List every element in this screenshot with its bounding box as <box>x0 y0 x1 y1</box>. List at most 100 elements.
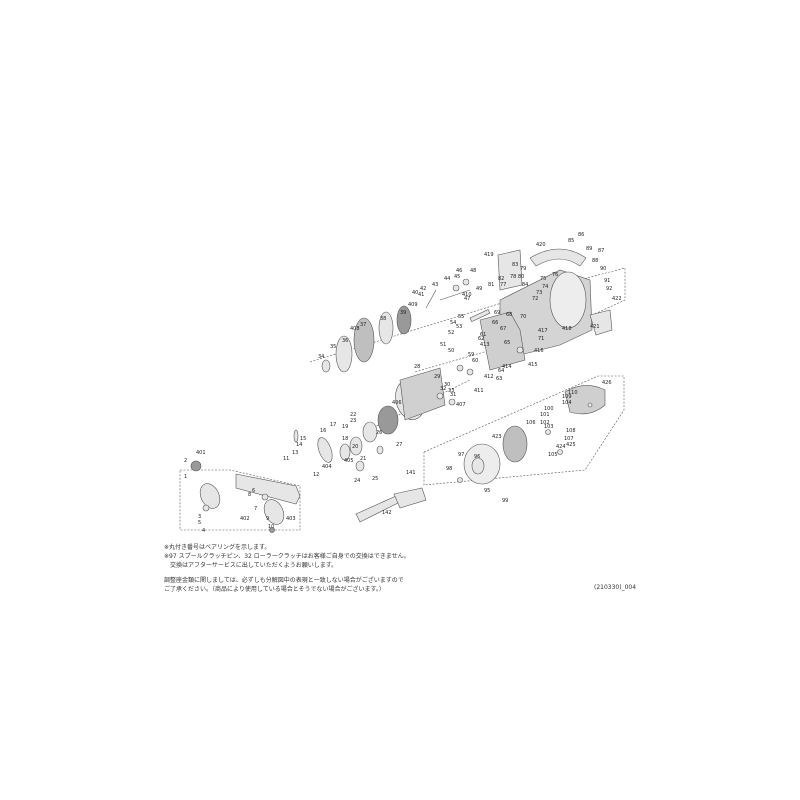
part-label-405: 405 <box>344 458 354 464</box>
part-label-71: 71 <box>538 336 544 342</box>
part-label-91: 91 <box>604 278 610 284</box>
part-label-80: 80 <box>518 274 524 280</box>
part-label-419: 419 <box>484 252 494 258</box>
part-label-10: 10 <box>268 524 274 530</box>
part-label-107: 107 <box>564 436 574 442</box>
part-label-103: 103 <box>544 424 554 430</box>
part-label-42: 42 <box>420 286 426 292</box>
part-label-413: 413 <box>480 342 490 348</box>
part-label-9: 9 <box>266 516 269 522</box>
part-label-36: 36 <box>342 338 348 344</box>
note-bearing: ※丸付き番号はベアリングを示します。 <box>164 544 271 551</box>
part-label-34: 34 <box>318 354 324 360</box>
part-label-7: 7 <box>254 506 257 512</box>
part-label-49: 49 <box>476 286 482 292</box>
part-label-89: 89 <box>586 246 592 252</box>
part-label-53: 53 <box>456 324 462 330</box>
part-label-108: 108 <box>566 428 576 434</box>
part-label-60: 60 <box>472 358 478 364</box>
part-label-414: 414 <box>502 364 512 370</box>
part-label-65: 65 <box>504 340 510 346</box>
part-label-29: 29 <box>434 374 440 380</box>
drag-stack <box>339 367 446 472</box>
part-label-70: 70 <box>520 314 526 320</box>
part-label-45: 45 <box>454 274 460 280</box>
part-label-418: 418 <box>562 326 572 332</box>
part-label-105: 105 <box>548 452 558 458</box>
exploded-view-artwork <box>179 248 626 533</box>
part-label-54: 54 <box>450 320 456 326</box>
part-label-78: 78 <box>510 274 516 280</box>
part-label-92: 92 <box>606 286 612 292</box>
part-label-33: 33 <box>448 388 454 394</box>
part-label-20: 20 <box>352 444 358 450</box>
tools <box>355 487 427 523</box>
part-label-67: 67 <box>500 326 506 332</box>
part-label-32: 32 <box>440 386 446 392</box>
part-label-23: 23 <box>350 418 356 424</box>
part-label-69: 69 <box>494 310 500 316</box>
part-label-66: 66 <box>492 320 498 326</box>
part-label-75: 75 <box>540 276 546 282</box>
part-label-85: 85 <box>568 238 574 244</box>
part-label-96: 96 <box>474 454 480 460</box>
part-label-81: 81 <box>488 282 494 288</box>
notes: ※丸付き番号はベアリングを示します。 ※97 スプールクラッチピン、32 ローラ… <box>164 543 644 594</box>
part-label-37: 37 <box>360 322 366 328</box>
part-label-401: 401 <box>196 450 206 456</box>
part-label-38: 38 <box>380 316 386 322</box>
part-label-62: 62 <box>478 336 484 342</box>
part-label-404: 404 <box>322 464 332 470</box>
part-label-46: 46 <box>456 268 462 274</box>
part-label-17: 17 <box>330 422 336 428</box>
part-label-141: 141 <box>406 470 416 476</box>
part-label-95: 95 <box>484 488 490 494</box>
part-label-79: 79 <box>520 266 526 272</box>
part-label-24: 24 <box>354 478 360 484</box>
part-label-63: 63 <box>496 376 502 382</box>
part-label-41: 41 <box>418 292 424 298</box>
document-code: (210330)_004 <box>594 584 637 591</box>
note-after-service: 交換はアフターサービスに出していただくようお願いします。 <box>170 562 338 569</box>
part-label-109: 109 <box>562 394 572 400</box>
part-label-425: 425 <box>566 442 576 448</box>
part-label-64: 64 <box>498 368 504 374</box>
part-label-4: 4 <box>202 528 205 534</box>
part-label-13: 13 <box>292 450 298 456</box>
part-label-18: 18 <box>342 436 348 442</box>
part-label-43: 43 <box>432 282 438 288</box>
part-label-426: 426 <box>602 380 612 386</box>
part-label-50: 50 <box>448 348 454 354</box>
part-label-73: 73 <box>536 290 542 296</box>
gear-train <box>321 278 491 373</box>
part-label-403: 403 <box>286 516 296 522</box>
part-label-61: 61 <box>480 332 486 338</box>
part-label-100: 100 <box>544 406 554 412</box>
part-label-415: 415 <box>528 362 538 368</box>
side-plate-spool <box>457 385 606 485</box>
part-label-59: 59 <box>468 352 474 358</box>
part-label-101: 101 <box>540 412 550 418</box>
part-label-76: 76 <box>552 272 558 278</box>
part-label-110: 110 <box>568 390 578 396</box>
part-label-402: 402 <box>240 516 250 522</box>
part-label-14: 14 <box>296 442 302 448</box>
part-label-422: 422 <box>612 296 622 302</box>
part-label-411: 411 <box>474 388 484 394</box>
part-label-6: 6 <box>252 488 255 494</box>
part-label-98: 98 <box>446 466 452 472</box>
part-label-44: 44 <box>444 276 450 282</box>
part-label-52: 52 <box>448 330 454 336</box>
part-label-30: 30 <box>444 382 450 388</box>
part-label-72: 72 <box>532 296 538 302</box>
part-label-26: 26 <box>376 430 382 436</box>
part-label-84: 84 <box>522 282 528 288</box>
part-label-11: 11 <box>283 456 289 462</box>
part-label-408: 408 <box>350 326 360 332</box>
part-label-47: 47 <box>464 296 470 302</box>
part-label-82: 82 <box>498 276 504 282</box>
part-label-68: 68 <box>506 312 512 318</box>
part-label-39: 39 <box>400 310 406 316</box>
